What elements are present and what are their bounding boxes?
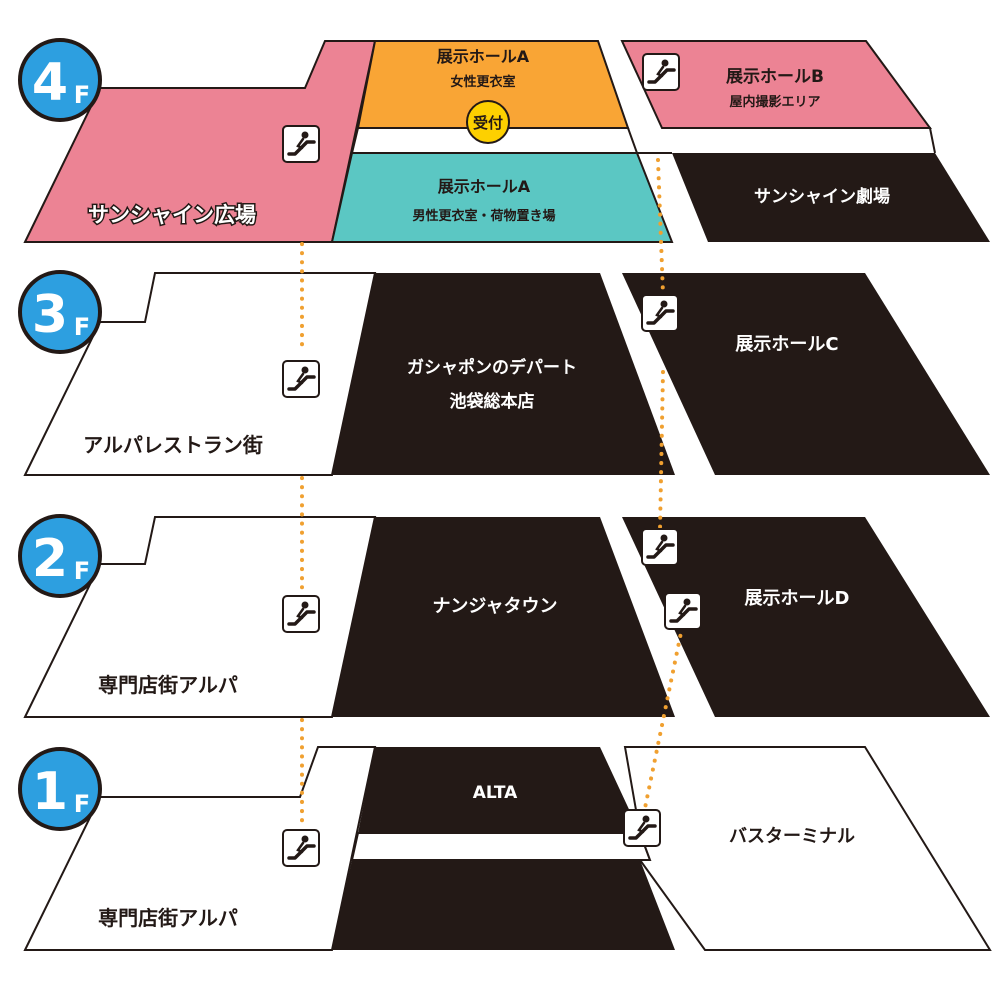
floor-suffix: F [74, 790, 90, 818]
hall-c-label: 展示ホールC [735, 334, 838, 355]
sunshine-theater-label: サンシャイン劇場 [754, 186, 890, 207]
reception-badge[interactable]: 受付 [466, 100, 510, 144]
reception-label: 受付 [473, 114, 503, 132]
floor-number: 3 [32, 285, 68, 345]
floor-number: 2 [32, 529, 68, 589]
hall-d-label: 展示ホールD [745, 588, 850, 609]
exhibition-hall-c-area[interactable] [622, 273, 990, 475]
floor-suffix: F [74, 81, 90, 109]
hall-a-reception-title: 展示ホールA [437, 47, 530, 66]
namja-town-area[interactable] [332, 517, 675, 717]
hall-b-sub: 屋内撮影エリア [729, 94, 820, 110]
hall-a-reception-sub: 女性更衣室 [450, 74, 515, 90]
lower-1f-area[interactable] [332, 860, 675, 950]
bus-terminal-label: バスターミナル [729, 826, 855, 847]
floor-3f [23, 272, 990, 476]
escalator-icon[interactable] [663, 591, 703, 631]
floor-number: 1 [32, 762, 68, 822]
sunshine-plaza-label: サンシャイン広場 [88, 203, 256, 227]
namja-town-label: ナンジャタウン [432, 596, 557, 617]
floor-1f [23, 746, 992, 951]
gashapon-area[interactable] [332, 273, 675, 475]
alpa-restaurants-label: アルパレストラン街 [83, 433, 263, 457]
escalator-icon[interactable] [281, 359, 321, 399]
escalator-connectors [300, 158, 686, 830]
gashapon-label-line1: ガシャポンのデパート [407, 357, 577, 378]
sunshine-theater-area[interactable] [672, 153, 990, 242]
alpa-2f-label: 専門店街アルパ [98, 673, 238, 697]
right-connector-3-2 [658, 370, 665, 532]
floor-badge-2f[interactable]: 2 F [18, 514, 102, 598]
alta-area[interactable] [358, 747, 640, 833]
floor-4f [23, 40, 990, 243]
alpa-1f-label: 専門店街アルパ [98, 906, 238, 930]
floor-badge-4f[interactable]: 4 F [18, 38, 102, 122]
floor-2f [23, 516, 990, 718]
escalator-icon[interactable] [640, 293, 680, 333]
exhibition-hall-d-area[interactable] [622, 517, 990, 717]
floor-suffix: F [74, 313, 90, 341]
escalator-icon[interactable] [281, 594, 321, 634]
escalator-icon[interactable] [640, 527, 680, 567]
floor-badge-1f[interactable]: 1 F [18, 747, 102, 831]
floor-badge-3f[interactable]: 3 F [18, 270, 102, 354]
alta-label: ALTA [473, 783, 518, 803]
hall-b-title: 展示ホールB [726, 67, 824, 87]
escalator-icon[interactable] [281, 828, 321, 868]
floor-number: 4 [32, 53, 68, 113]
exhibition-hall-a-changing-area[interactable] [330, 152, 674, 243]
floor-suffix: F [74, 557, 90, 585]
bus-terminal-area[interactable] [623, 746, 992, 951]
hall-a-lower-title: 展示ホールA [438, 177, 531, 196]
escalator-icon[interactable] [281, 124, 321, 164]
divider-4f-hall-b [662, 127, 936, 154]
escalator-icon[interactable] [622, 808, 662, 848]
escalator-icon[interactable] [641, 52, 681, 92]
gashapon-label-line2: 池袋総本店 [450, 391, 535, 412]
corridor-1f [350, 832, 652, 861]
hall-a-lower-sub: 男性更衣室・荷物置き場 [412, 208, 555, 224]
